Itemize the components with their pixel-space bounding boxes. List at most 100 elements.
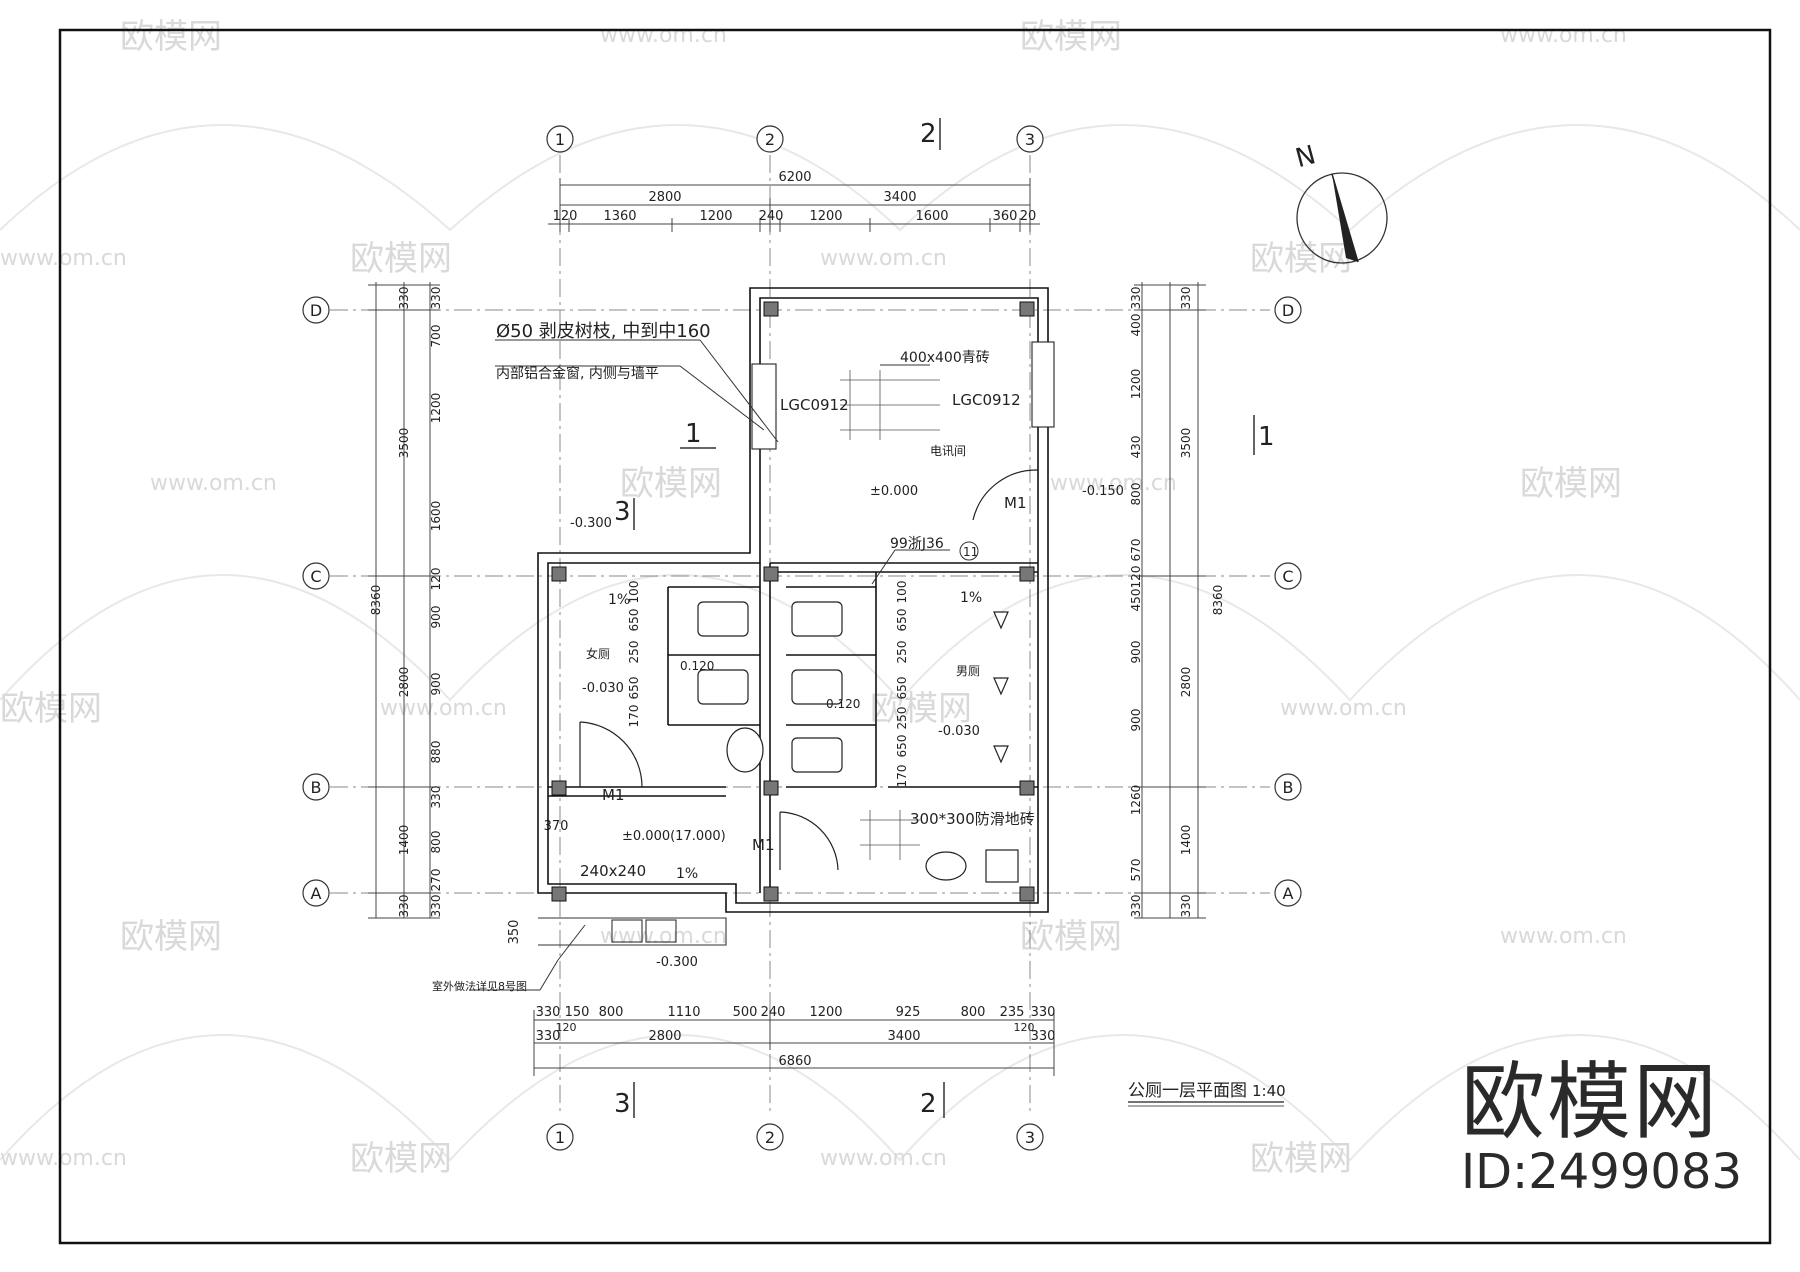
- watermark-url: www.om.cn: [150, 471, 277, 496]
- dim-top-seg: 2800: [648, 190, 681, 205]
- watermark-url: www.om.cn: [600, 23, 727, 48]
- dim-top-detail: 1200: [699, 209, 732, 224]
- dim-left-major: 2800: [397, 667, 411, 698]
- dim-right-detail: 1260: [1129, 785, 1143, 816]
- dim-bottom-detail: 330: [536, 1005, 561, 1020]
- annotation-j36: 99浙J36: [890, 536, 944, 552]
- dim-bottom-detail: 330: [1031, 1005, 1056, 1020]
- axis-label-c-right: C: [1282, 567, 1293, 586]
- dimension-lines: [368, 178, 1206, 1076]
- door-label-m1: M1: [752, 836, 775, 854]
- dim-bottom-detail: 235: [1000, 1005, 1025, 1020]
- axis-label-d-left: D: [310, 301, 322, 320]
- watermark-url: www.om.cn: [820, 246, 947, 271]
- dim-right-detail: 570: [1129, 859, 1143, 882]
- dim-bottom-seg: 330: [536, 1029, 561, 1044]
- stall-dim-right: 650: [895, 609, 909, 632]
- walls: [537, 287, 1049, 913]
- dim-right-330: 330: [1179, 895, 1193, 918]
- brand-id: ID:2499083: [1460, 1144, 1742, 1201]
- annotation-level-0120: 0.120: [826, 697, 860, 711]
- drawing-title: 公厕一层平面图 1:40: [1128, 1081, 1286, 1107]
- room-label-men: 男厕: [956, 664, 980, 678]
- dim-bottom-seg: 3400: [887, 1029, 920, 1044]
- stall-dim-left: 100: [627, 581, 641, 604]
- annotation-level-m030-out: -0.300: [570, 516, 612, 531]
- dim-right-detail: 900: [1129, 641, 1143, 664]
- watermark-url: www.om.cn: [380, 696, 507, 721]
- watermark-pattern: [0, 124, 1800, 1162]
- watermark-logo: 欧模网: [870, 689, 972, 729]
- axis-label-d-right: D: [1282, 301, 1294, 320]
- stall-dim-right: 250: [895, 707, 909, 730]
- dim-top-seg: 3400: [883, 190, 916, 205]
- annotation-level-men: -0.030: [938, 724, 980, 739]
- annotation-level-0120: 0.120: [680, 659, 714, 673]
- dim-top-detail: 1200: [809, 209, 842, 224]
- watermark-logo: 欧模网: [1250, 239, 1352, 279]
- annotation-tile400: 400x400青砖: [900, 350, 990, 366]
- watermark-text: 欧模网 欧模网 www.om.cn www.om.cn 欧模网 欧模网 www.…: [0, 17, 1627, 1179]
- dim-350: 350: [507, 920, 522, 945]
- dim-bottom-total: 6860: [778, 1054, 811, 1069]
- dim-left-detail: 700: [429, 325, 443, 348]
- stall-dim-right: 100: [895, 581, 909, 604]
- axis-label-1-top: 1: [555, 130, 565, 149]
- watermark-logo: 欧模网: [0, 689, 102, 729]
- watermark-logo: 欧模网: [350, 1139, 452, 1179]
- stall-dim-left: 650: [627, 677, 641, 700]
- dim-bottom-detail: 1200: [809, 1005, 842, 1020]
- annotation-lobby-level: ±0.000(17.000): [622, 829, 726, 844]
- door-label-m1: M1: [1004, 494, 1027, 512]
- watermark-url: www.om.cn: [1050, 471, 1177, 496]
- stall-dim-right: 650: [895, 735, 909, 758]
- dim-right-detail: 450: [1129, 589, 1143, 612]
- dim-bottom-small: 120: [1014, 1021, 1035, 1034]
- dim-bottom-detail: 150: [565, 1005, 590, 1020]
- dim-left-detail: 1200: [429, 393, 443, 424]
- dim-left-330: 330: [397, 287, 411, 310]
- annotation-window-right: LGC0912: [952, 391, 1021, 409]
- section-mark-bottom-left: 3: [614, 1089, 631, 1119]
- stall-dim-left: 250: [627, 641, 641, 664]
- door-label-m1: M1: [602, 786, 625, 804]
- annotation-level-bottom: -0.300: [656, 955, 698, 970]
- dim-370: 370: [544, 819, 569, 834]
- dim-right-major: 1400: [1179, 825, 1193, 856]
- dim-bottom-detail: 1110: [667, 1005, 700, 1020]
- detail-ref-label: 11: [963, 545, 978, 559]
- watermark-logo: 欧模网: [620, 464, 722, 504]
- watermark-logo: 欧模网: [350, 239, 452, 279]
- dim-right-detail: 120: [1129, 566, 1143, 589]
- slope-bottom: 1%: [676, 866, 698, 882]
- dim-bottom-detail: 800: [599, 1005, 624, 1020]
- columns: [551, 301, 1035, 902]
- watermark-logo: 欧模网: [1020, 17, 1122, 57]
- dim-left-detail: 1600: [429, 501, 443, 532]
- dim-right-detail: 330: [1129, 287, 1143, 310]
- brand-logo-text: 欧模网: [1460, 1053, 1719, 1152]
- watermark-logo: 欧模网: [1250, 1139, 1352, 1179]
- stall-dim-right: 250: [895, 641, 909, 664]
- dim-top-detail: 360: [993, 209, 1018, 224]
- watermark-url: www.om.cn: [0, 1146, 127, 1171]
- annotation-tile300: 300*300防滑地砖: [910, 810, 1035, 828]
- dim-bottom-seg: 2800: [648, 1029, 681, 1044]
- dim-bottom-detail: 925: [896, 1005, 921, 1020]
- dim-right-total: 8360: [1211, 585, 1225, 616]
- section-mark-right: 1: [1258, 422, 1275, 452]
- axis-label-1-bottom: 1: [555, 1128, 565, 1147]
- dim-left-detail: 330: [429, 786, 443, 809]
- dim-left-detail: 270: [429, 869, 443, 892]
- annotation-level-m015: -0.150: [1082, 484, 1124, 499]
- dim-top-detail: 240: [759, 209, 784, 224]
- axis-label-2-bottom: 2: [765, 1128, 775, 1147]
- dim-bottom-detail: 240: [761, 1005, 786, 1020]
- axis-label-a-right: A: [1283, 884, 1294, 903]
- annotation-outdoor-note: 室外做法详见8号图: [432, 979, 527, 993]
- annotation-window-note: 内部铝合金窗, 内侧与墙平: [496, 365, 659, 382]
- dim-bottom-detail: 500: [733, 1005, 758, 1020]
- annotation-column-240: 240x240: [580, 862, 646, 880]
- watermark-logo: 欧模网: [1020, 917, 1122, 957]
- annotation-electric-room: 电讯间: [930, 444, 966, 458]
